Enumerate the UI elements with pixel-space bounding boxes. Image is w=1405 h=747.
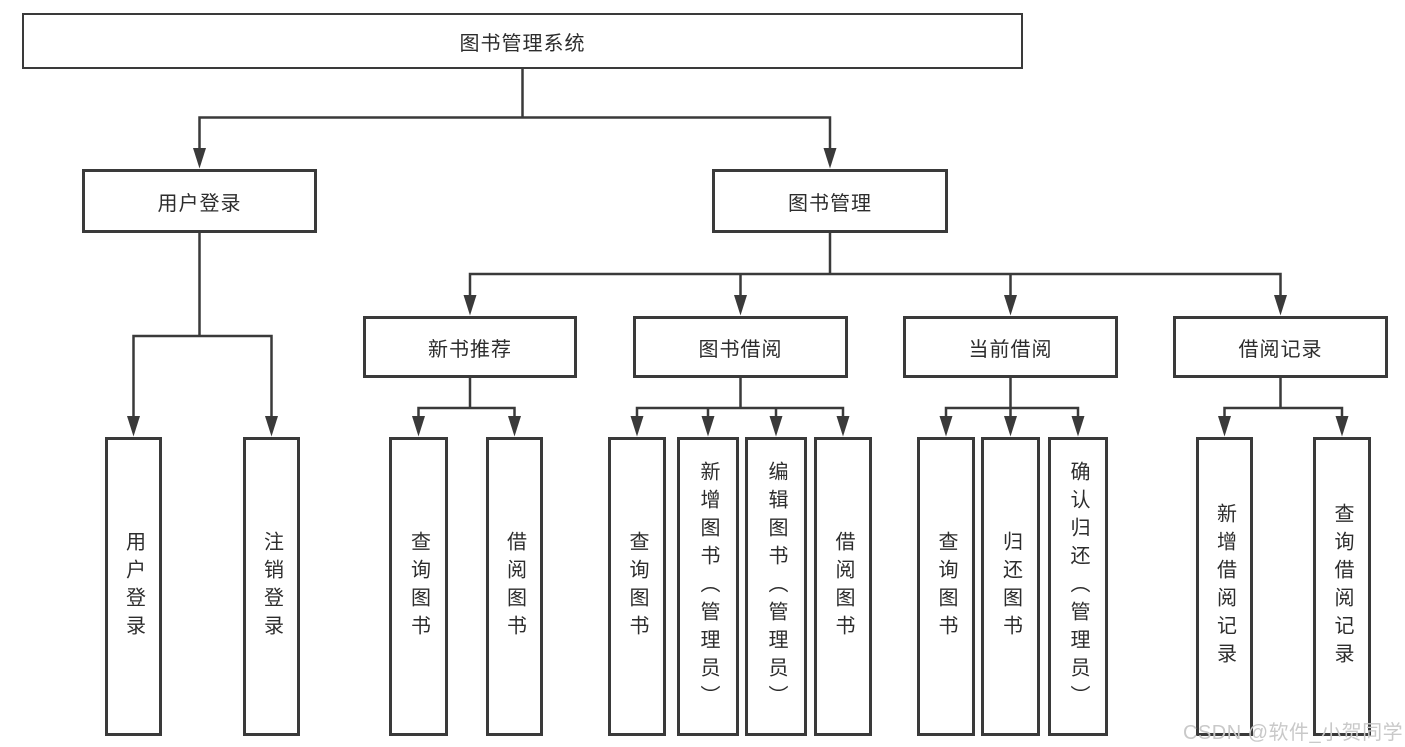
csdn-watermark: CSDN @软件_小贺同学 [1183,722,1404,744]
node-new-book-recommend-label: 新书推荐 [428,338,512,361]
leaf-edit-books-admin: 编辑图书（管理员） [745,437,807,736]
leaf-query-borrow-record: 查询借阅记录 [1313,437,1371,736]
leaf-query-books-current: 查询图书 [917,437,975,736]
leaf-borrow-books-label: 借阅图书 [832,530,854,643]
leaf-confirm-return-admin: 确认归还（管理员） [1048,437,1108,736]
node-new-book-recommend: 新书推荐 [363,316,577,378]
leaf-borrow-books-recommend-label: 借阅图书 [503,530,526,643]
leaf-query-books-borrowing-label: 查询图书 [626,530,648,643]
leaf-edit-books-admin-label: 编辑图书（管理员） [765,460,787,713]
leaf-query-books-recommend-label: 查询图书 [407,530,430,643]
node-borrowing-records: 借阅记录 [1173,316,1388,378]
node-user-login: 用户登录 [82,169,317,233]
leaf-borrow-books: 借阅图书 [814,437,872,736]
node-root-label: 图书管理系统 [459,32,586,55]
leaf-query-books-recommend: 查询图书 [389,437,448,736]
leaf-return-books-label: 归还图书 [999,530,1022,643]
connector-paths [132,66,1344,420]
leaf-user-login-label: 用户登录 [122,530,145,643]
node-book-management-label: 图书管理 [788,192,872,215]
leaf-add-borrow-record: 新增借阅记录 [1196,437,1253,736]
node-current-borrowing: 当前借阅 [903,316,1118,378]
leaf-user-login: 用户登录 [105,437,162,736]
leaf-add-borrow-record-label: 新增借阅记录 [1213,502,1236,671]
leaf-confirm-return-admin-label: 确认归还（管理员） [1067,460,1089,713]
leaf-add-books-admin-label: 新增图书（管理员） [697,460,719,713]
node-book-borrowing: 图书借阅 [633,316,848,378]
arrowheads [127,148,1349,437]
node-user-login-label: 用户登录 [157,192,242,215]
leaf-query-borrow-record-label: 查询借阅记录 [1331,502,1353,671]
leaf-query-books-borrowing: 查询图书 [608,437,666,736]
leaf-logout: 注销登录 [243,437,300,736]
leaf-logout-label: 注销登录 [260,530,283,643]
leaf-return-books: 归还图书 [981,437,1040,736]
leaf-add-books-admin: 新增图书（管理员） [677,437,739,736]
node-book-management: 图书管理 [712,169,948,233]
leaf-query-books-current-label: 查询图书 [935,530,957,643]
leaf-borrow-books-recommend: 借阅图书 [486,437,543,736]
node-current-borrowing-label: 当前借阅 [968,338,1053,361]
node-borrowing-records-label: 借阅记录 [1238,338,1323,361]
node-root-system: 图书管理系统 [22,13,1023,69]
node-book-borrowing-label: 图书借阅 [698,338,783,361]
